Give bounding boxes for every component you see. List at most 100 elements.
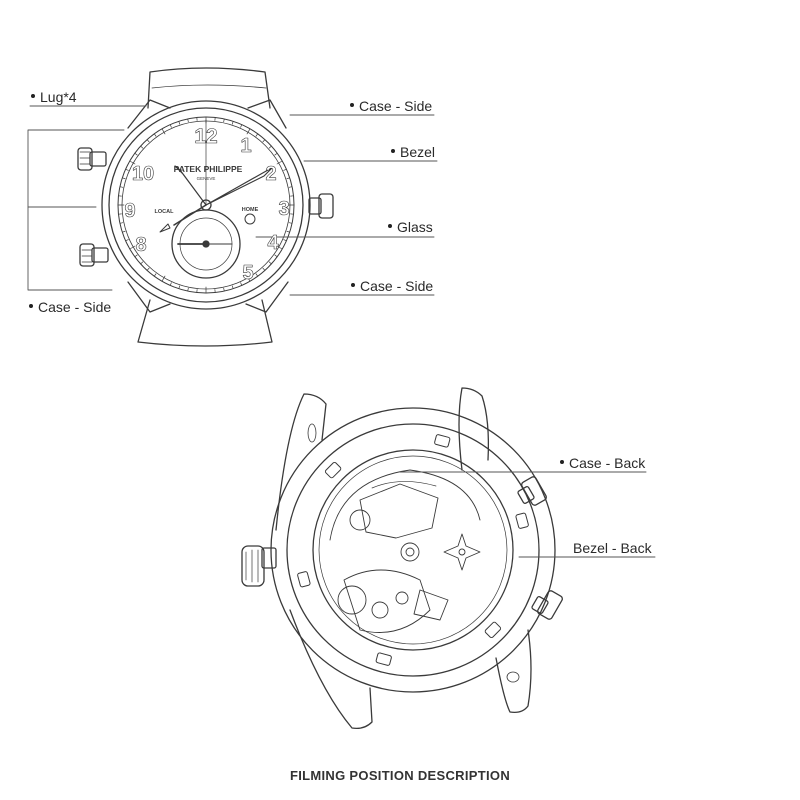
minute-tick [161, 275, 166, 282]
caseback-notch [324, 461, 342, 479]
numeral-10: 10 [132, 163, 154, 185]
front-lug-bottom-left [127, 281, 171, 313]
diagram-caption: FILMING POSITION DESCRIPTION [289, 768, 511, 783]
minute-tick [153, 133, 157, 137]
label-bezel-back: Bezel - Back [573, 540, 652, 556]
minute-tick [140, 145, 144, 149]
bullet-icon [560, 460, 564, 465]
minute-tick [276, 245, 283, 250]
caseback-notch [375, 652, 392, 666]
minute-tick [121, 177, 126, 180]
minute-tick [283, 239, 287, 242]
minute-tick [231, 285, 234, 290]
caseback-notch [297, 571, 311, 588]
label-case-back: Case - Back [560, 455, 645, 471]
minute-tick [283, 168, 287, 171]
minute-tick [288, 222, 293, 224]
label-case-side-left: Case - Side [29, 299, 111, 315]
minute-tick [187, 118, 189, 123]
numeral-12: 12 [194, 125, 217, 148]
numeral-8: 8 [135, 234, 146, 256]
minute-tick [178, 285, 181, 290]
label-glass-text: Glass [397, 219, 433, 235]
minute-tick [146, 267, 150, 271]
calatrava-cross-icon [443, 533, 481, 571]
minute-tick [223, 118, 225, 123]
front-watch [77, 67, 334, 347]
bullet-icon [29, 304, 33, 309]
caseback-notch [515, 512, 529, 529]
minute-tick [268, 145, 272, 149]
caseback-notch [484, 621, 502, 639]
numeral-9: 9 [124, 200, 135, 222]
leader-case-side-left [27, 129, 125, 291]
minute-tick [286, 230, 291, 233]
minute-tick [223, 287, 225, 292]
brand-sub: GENEVE [197, 176, 216, 181]
minute-tick [146, 139, 150, 143]
front-lug-top-right [247, 99, 287, 129]
front-leader-lines [27, 105, 438, 296]
subdial-home-label: HOME [242, 207, 259, 213]
front-crown [308, 193, 334, 219]
minute-tick [274, 254, 278, 258]
front-strap-top [147, 67, 271, 109]
back-watch [241, 387, 563, 730]
caseback-notch [434, 434, 451, 448]
front-lug-bottom-right [245, 281, 289, 313]
minute-tick [262, 139, 266, 143]
front-minute-track [117, 116, 295, 294]
bullet-icon [350, 103, 354, 108]
label-bezel: Bezel [391, 144, 435, 160]
label-lug: Lug*4 [31, 89, 77, 105]
brand-name: PATEK PHILIPPE [174, 164, 243, 174]
back-lug-bottom-right [495, 629, 532, 714]
minute-tick [153, 273, 157, 277]
minute-tick [274, 152, 278, 156]
minute-tick [240, 124, 243, 128]
minute-tick [125, 168, 129, 171]
minute-tick [161, 128, 166, 135]
label-case-side-left-text: Case - Side [38, 299, 112, 315]
label-bezel-back-text: Bezel - Back [573, 540, 652, 556]
minute-tick [276, 160, 283, 165]
back-crown [241, 545, 277, 587]
minute-tick [121, 230, 126, 233]
front-lug-top-left [127, 99, 171, 129]
minute-tick [134, 254, 138, 258]
minute-tick [134, 152, 138, 156]
minute-tick [169, 282, 172, 286]
back-bezel [286, 423, 540, 677]
minute-tick [262, 267, 266, 271]
minute-tick [187, 287, 189, 292]
minute-tick [255, 133, 259, 137]
minute-tick [246, 128, 251, 135]
minute-tick [240, 282, 243, 286]
label-case-side-right: Case - Side [351, 278, 433, 294]
label-case-side-top-text: Case - Side [359, 98, 433, 114]
label-case-side-right-text: Case - Side [360, 278, 434, 294]
minute-tick [119, 186, 124, 188]
front-pusher-lower-left [79, 243, 109, 267]
numeral-4: 4 [267, 232, 279, 254]
numeral-3: 3 [278, 198, 289, 220]
front-strap-bottom [137, 299, 273, 347]
label-glass: Glass [388, 219, 433, 235]
back-leader-lines [399, 471, 656, 558]
front-pusher-upper-left [77, 147, 107, 171]
minute-tick [286, 177, 291, 180]
front-case [101, 100, 311, 310]
back-glass [312, 449, 514, 651]
bullet-icon [31, 94, 35, 99]
minute-tick [125, 239, 129, 242]
bullet-icon [391, 149, 395, 154]
back-pusher-lower [531, 590, 563, 620]
minute-tick [169, 124, 172, 128]
minute-tick [129, 245, 136, 250]
minute-tick [119, 222, 124, 224]
bullet-icon [351, 283, 355, 288]
front-bezel [108, 107, 304, 303]
minute-tick [178, 120, 181, 125]
minute-tick [288, 186, 293, 188]
